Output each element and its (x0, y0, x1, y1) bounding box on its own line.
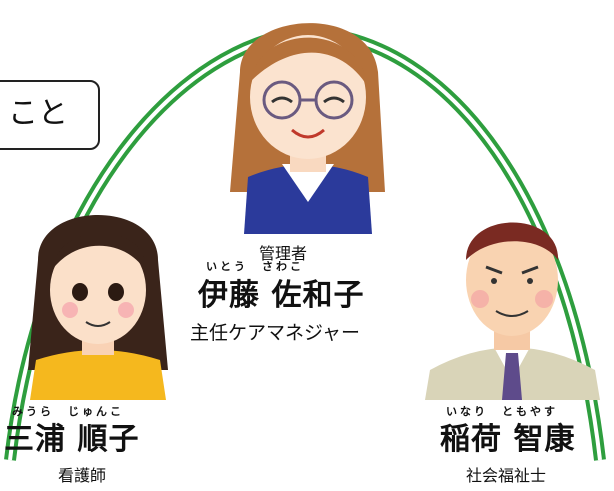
manager-role: 管理者 (259, 244, 308, 263)
social-worker-role: 社会福祉士 (466, 466, 547, 485)
social-worker-name: 稲荷 智康 (440, 422, 576, 457)
nurse-role: 看護師 (58, 466, 107, 485)
manager-name: 伊藤 佐和子 (198, 278, 365, 313)
manager-avatar (230, 23, 385, 234)
nurse-name-ruby: みうら じゅんこ (12, 405, 124, 418)
social-worker-name-ruby: いなり ともやす (446, 405, 558, 418)
social-worker-avatar (425, 222, 600, 400)
speech-bubble-text: こと (8, 96, 68, 131)
speech-bubble: こと (0, 80, 100, 150)
manager-name-ruby: いとう さわこ (206, 260, 304, 273)
manager-subtitle: 主任ケアマネジャー (190, 322, 361, 344)
nurse-avatar (28, 215, 168, 400)
nurse-name: 三浦 順子 (4, 422, 140, 457)
